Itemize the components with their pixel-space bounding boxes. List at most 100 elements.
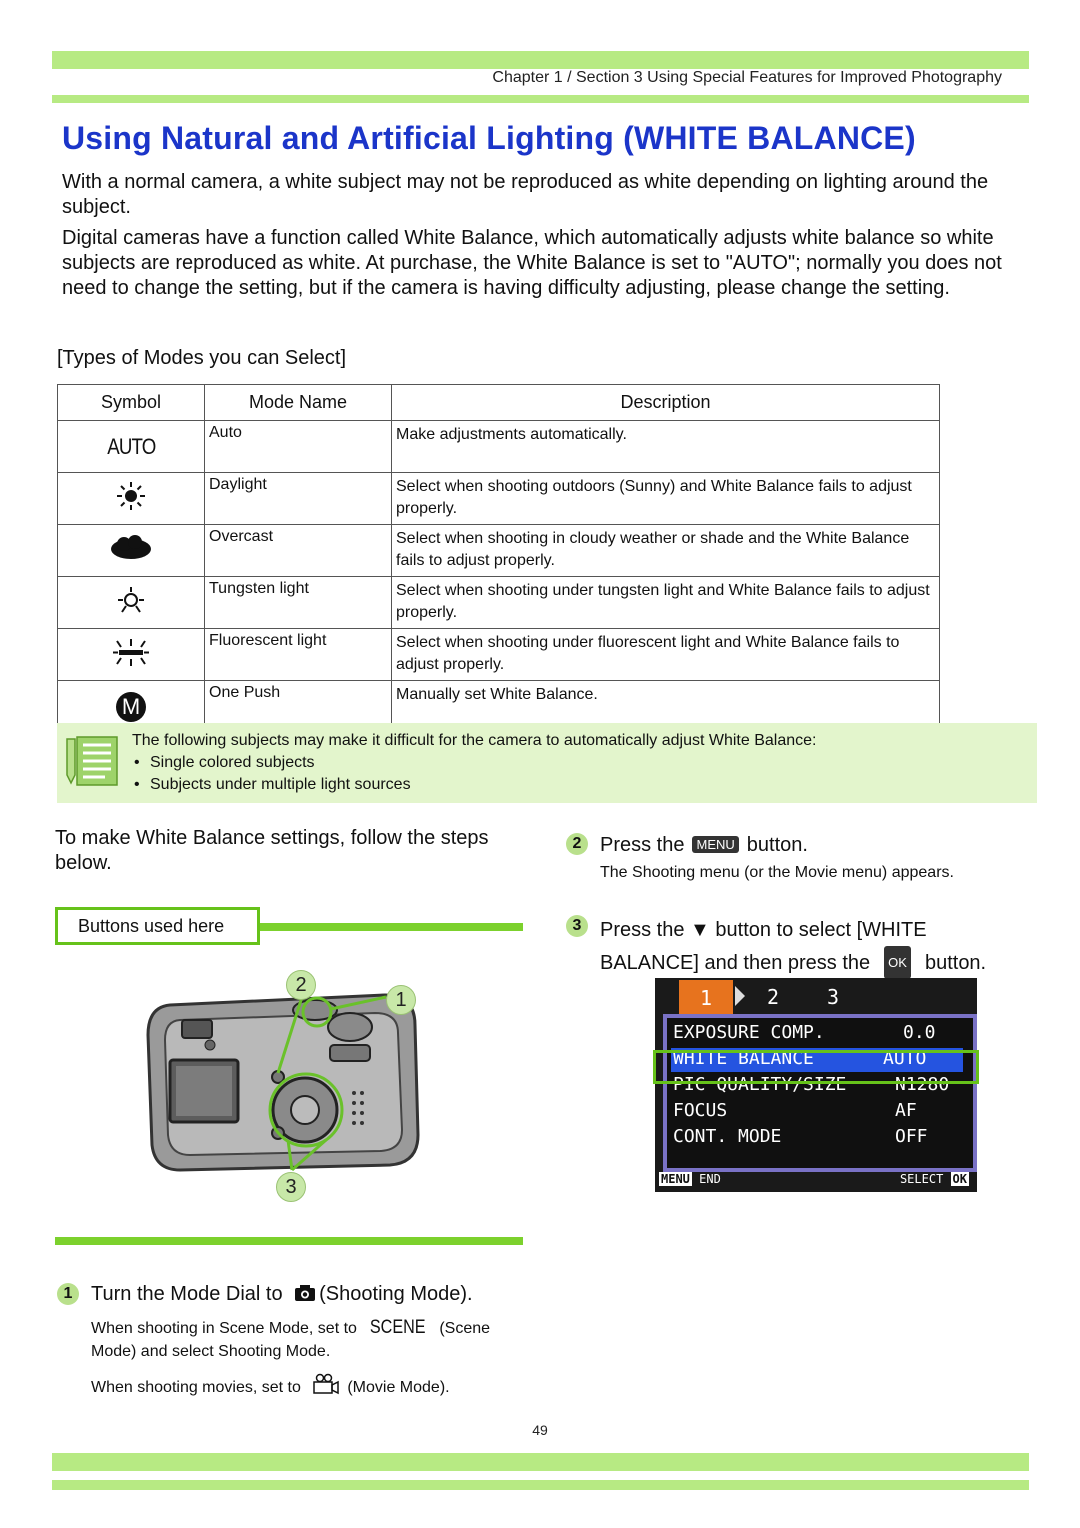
lcd-tab: 3 xyxy=(826,985,840,1009)
mode-name: Daylight xyxy=(204,472,392,525)
note-lead: The following subjects may make it diffi… xyxy=(132,732,817,749)
mode-name: Tungsten light xyxy=(204,576,392,629)
header-bar-top xyxy=(52,51,1029,69)
table-row: Overcast Select when shooting in cloudy … xyxy=(57,524,940,577)
page-number: 49 xyxy=(532,1422,548,1438)
camera-mode-icon xyxy=(295,1285,316,1301)
mode-name: Fluorescent light xyxy=(204,628,392,681)
step-3-title: Press the ▼ button to select [WHITE BALA… xyxy=(600,915,986,979)
camera-illustration xyxy=(146,993,420,1172)
ok-key-icon: OK xyxy=(884,946,911,979)
callout-3: 3 xyxy=(276,1172,306,1202)
intro-paragraph-2: Digital cameras have a function called W… xyxy=(62,227,1002,299)
notepad-icon xyxy=(66,736,118,786)
step-1-title-text: Turn the Mode Dial to xyxy=(91,1283,283,1305)
step-3-title-suffix: button. xyxy=(924,952,987,974)
step-1-sub-2-suffix: (Movie Mode). xyxy=(347,1379,450,1396)
list-item: Subjects under multiple light sources xyxy=(132,774,816,796)
step-number: 3 xyxy=(566,915,588,937)
symbol-cell: AUTO xyxy=(57,420,205,473)
movie-mode-icon xyxy=(313,1373,340,1395)
manual-m-icon: M xyxy=(116,691,146,722)
step-2-title-suffix: button. xyxy=(746,834,808,856)
step-2-sub: The Shooting menu (or the Movie menu) ap… xyxy=(600,864,954,881)
lcd-tab: 2 xyxy=(766,985,780,1009)
symbol-cell xyxy=(57,576,205,629)
lcd-menu-panel: EXPOSURE COMP. 0.0 WHITE BALANCE AUTO PI… xyxy=(663,1014,977,1172)
step-1-sub-1-line2: Mode) and select Shooting Mode. xyxy=(91,1343,331,1360)
buttons-used-rule xyxy=(260,923,523,931)
buttons-used-bottom-rule xyxy=(55,1237,523,1245)
step-number: 1 xyxy=(57,1283,79,1305)
lcd-menu-row: CONT. MODE OFF xyxy=(673,1126,959,1150)
table-header: Symbol xyxy=(57,384,205,421)
callout-2: 2 xyxy=(286,970,316,1000)
types-heading: [Types of Modes you can Select] xyxy=(57,347,347,369)
step-3-title-line2: BALANCE] and then press the xyxy=(600,952,871,974)
lcd-item-label: PIC QUALITY/SIZE xyxy=(673,1074,847,1095)
modes-table: Symbol Mode Name Description AUTO Auto M… xyxy=(57,384,940,733)
list-item: Single colored subjects xyxy=(132,752,816,774)
symbol-cell xyxy=(57,524,205,577)
lcd-highlight-frame xyxy=(653,1050,979,1084)
table-row: AUTO Auto Make adjustments automatically… xyxy=(57,420,940,473)
lcd-menu-row: PIC QUALITY/SIZE N1280 xyxy=(673,1074,959,1098)
step-1-sub-1-text: When shooting in Scene Mode, set to xyxy=(91,1320,357,1337)
step-1-title: Turn the Mode Dial to (Shooting Mode). xyxy=(91,1283,473,1306)
callout-1: 1 xyxy=(386,985,416,1015)
step-1-sub-1-suffix: (Scene xyxy=(439,1320,491,1337)
scene-mode-icon: SCENE xyxy=(370,1317,426,1338)
lcd-menu-row: FOCUS AF xyxy=(673,1100,959,1124)
table-header: Description xyxy=(391,384,940,421)
intro-paragraph-1: With a normal camera, a white subject ma… xyxy=(62,171,989,218)
table-header: Mode Name xyxy=(204,384,392,421)
sun-icon xyxy=(117,482,145,510)
lcd-item-value: AF xyxy=(895,1100,917,1121)
mode-description: Select when shooting under tungsten ligh… xyxy=(391,576,940,629)
header-bar-bottom xyxy=(52,95,1029,103)
mode-name: Overcast xyxy=(204,524,392,577)
lcd-footer-end: END xyxy=(699,1172,721,1186)
step-1-title-suffix: (Shooting Mode). xyxy=(319,1283,473,1305)
lcd-item-value: 0.0 xyxy=(903,1022,936,1043)
footer-bar-top xyxy=(52,1453,1029,1471)
step-number: 2 xyxy=(566,833,588,855)
fluorescent-icon xyxy=(113,639,149,666)
menu-key-icon: MENU xyxy=(692,836,739,853)
note-text: The following subjects may make it diffi… xyxy=(132,730,816,796)
mode-name: Auto xyxy=(204,420,392,473)
mode-description: Make adjustments automatically. xyxy=(391,420,940,473)
lcd-item-label: FOCUS xyxy=(673,1100,728,1121)
page-title: Using Natural and Artificial Lighting (W… xyxy=(62,120,916,156)
lcd-item-value: AUTO xyxy=(883,1048,927,1069)
lcd-tab-active: 1 xyxy=(679,980,733,1014)
cloud-icon xyxy=(111,535,151,559)
note-bullets: Single colored subjects Subjects under m… xyxy=(132,752,816,796)
mode-description: Select when shooting outdoors (Sunny) an… xyxy=(391,472,940,525)
lcd-footer: MENU END SELECT OK xyxy=(659,1172,973,1188)
lcd-item-label: CONT. MODE xyxy=(673,1126,782,1147)
step-3-title-line1: Press the ▼ button to select [WHITE xyxy=(600,919,927,941)
table-header-row: Symbol Mode Name Description xyxy=(57,384,940,421)
footer-bar-bottom xyxy=(52,1480,1029,1490)
lcd-tab-arrow-icon xyxy=(735,986,745,1006)
tungsten-bulb-icon xyxy=(118,587,144,613)
lcd-menu-key-icon: MENU xyxy=(659,1172,692,1186)
steps-intro: To make White Balance settings, follow t… xyxy=(55,827,489,874)
symbol-cell xyxy=(57,472,205,525)
step-1-sub-2-text: When shooting movies, set to xyxy=(91,1379,301,1396)
auto-icon: AUTO xyxy=(106,433,156,459)
lcd-menu-row: EXPOSURE COMP. 0.0 xyxy=(673,1022,959,1046)
step-2-title-text: Press the xyxy=(600,834,685,856)
lcd-item-value: N1280 xyxy=(895,1074,950,1095)
lcd-footer-select: SELECT xyxy=(899,1172,944,1186)
table-row: Daylight Select when shooting outdoors (… xyxy=(57,472,940,525)
symbol-cell xyxy=(57,628,205,681)
lcd-item-label: WHITE BALANCE xyxy=(673,1048,814,1069)
step-2-title: Press the MENU button. xyxy=(600,834,808,857)
table-row: Fluorescent light Select when shooting u… xyxy=(57,628,940,681)
lcd-footer-right: SELECT OK xyxy=(900,1172,969,1186)
step-1-sub-1: When shooting in Scene Mode, set to SCEN… xyxy=(91,1316,526,1363)
lcd-item-value: OFF xyxy=(895,1126,928,1147)
step-1-sub-2: When shooting movies, set to (Movie Mode… xyxy=(91,1373,450,1399)
